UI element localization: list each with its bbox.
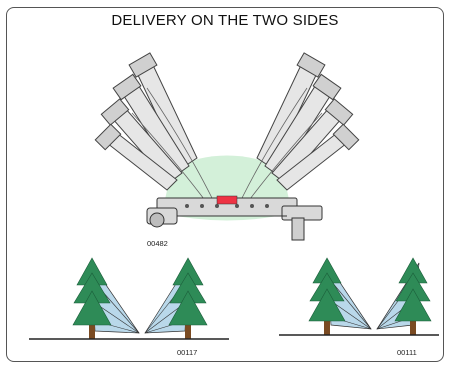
- machine-figure-code: 00482: [147, 239, 168, 248]
- sprayer-machine-illustration: [77, 48, 377, 248]
- trees-spray-figure-right: [279, 253, 439, 338]
- trees-right-figure-code: 00111: [397, 348, 417, 357]
- diagram-frame: DELIVERY ON THE TWO SIDES: [6, 7, 444, 362]
- trees-left-figure-code: 00117: [177, 348, 197, 357]
- page-title: DELIVERY ON THE TWO SIDES: [7, 12, 443, 29]
- trees-spray-figure-left: [29, 253, 229, 343]
